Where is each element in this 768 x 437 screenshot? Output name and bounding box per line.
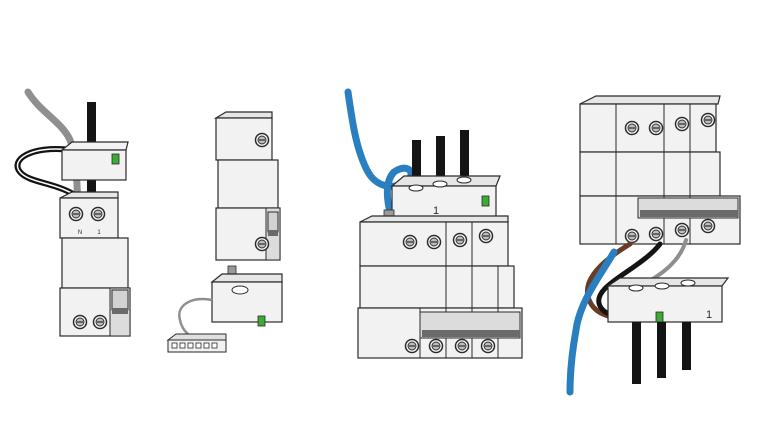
black-cable-d: [632, 322, 641, 384]
black-cable-b: [436, 136, 445, 190]
screw-terminal-icon: [254, 236, 270, 252]
add-on-module-1: [60, 141, 129, 181]
screw-terminal-icon: [648, 120, 664, 136]
blue-cable-4: [566, 248, 618, 396]
screw-terminal-icon: [404, 338, 420, 354]
screw-terminal-icon: [90, 206, 106, 222]
green-indicator-icon: [111, 153, 120, 165]
breaker-1p: [213, 111, 281, 261]
screw-terminal-icon: [700, 112, 716, 128]
pole-label-1: 1: [97, 230, 101, 236]
screw-terminal-icon: [254, 132, 270, 148]
breaker-group-3: 1: [344, 88, 523, 359]
grey-cable: [24, 88, 82, 206]
screw-terminal-icon: [674, 222, 690, 238]
screw-terminal-icon: [624, 228, 640, 244]
breaker-group-2: [166, 111, 283, 353]
green-indicator-icon: [257, 315, 266, 327]
breaker-group-4: 1: [566, 95, 741, 396]
screw-terminal-icon: [426, 234, 442, 250]
screw-terminal-icon: [478, 228, 494, 244]
neutral-bar-icon: [166, 333, 227, 353]
black-cable-a: [412, 140, 421, 190]
breaker-4p: [357, 215, 523, 359]
breaker-1p-n: N 1: [59, 191, 131, 337]
add-on-module-2: [210, 265, 283, 327]
screw-terminal-icon: [674, 116, 690, 132]
screw-terminal-icon: [452, 232, 468, 248]
screw-terminal-icon: [72, 314, 88, 330]
breaker-group-1: N 1: [14, 88, 131, 337]
trip-toggle: [268, 230, 278, 236]
green-indicator-icon: [655, 311, 664, 323]
black-cable-e: [657, 322, 666, 378]
screw-terminal-icon: [480, 338, 496, 354]
screw-terminal-icon: [428, 338, 444, 354]
trip-toggle: [112, 308, 128, 314]
breaker-4p-upper: [579, 95, 741, 245]
pole-label-n: N: [78, 230, 82, 236]
neutral-wire: [178, 297, 213, 339]
screw-terminal-icon: [454, 338, 470, 354]
screw-terminal-icon: [648, 226, 664, 242]
green-indicator-icon: [481, 195, 490, 207]
trip-toggle: [640, 210, 738, 217]
screw-terminal-icon: [700, 218, 716, 234]
screw-terminal-icon: [624, 120, 640, 136]
screw-terminal-icon: [402, 234, 418, 250]
screw-terminal-icon: [92, 314, 108, 330]
module-label-1: 1: [706, 309, 712, 321]
black-cable-f: [682, 322, 691, 370]
module-label-1: 1: [433, 205, 439, 217]
add-on-module-4: 1: [606, 277, 730, 323]
screw-terminal-icon: [68, 206, 84, 222]
trip-toggle: [422, 330, 520, 337]
black-cable-c: [460, 130, 469, 190]
